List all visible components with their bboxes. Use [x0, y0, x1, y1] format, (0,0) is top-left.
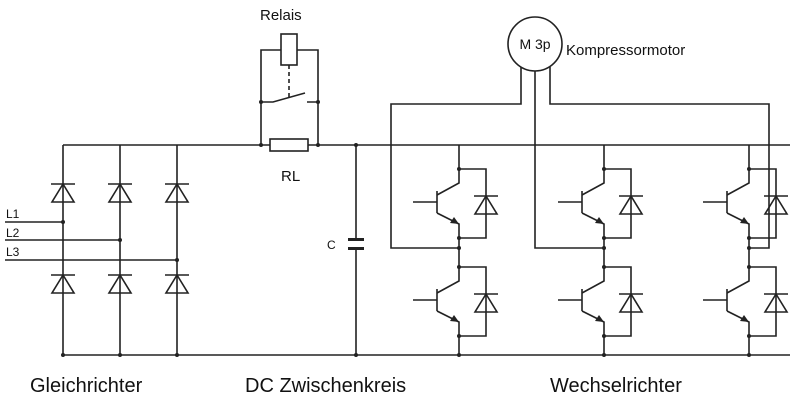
label-l2: L2 [6, 226, 20, 240]
inverter-leg [558, 145, 644, 357]
capacitor [348, 143, 364, 357]
phase-lines [5, 221, 177, 261]
rectifier-bridge [50, 145, 190, 357]
label-l3: L3 [6, 245, 20, 259]
capacitor-label: C [327, 238, 336, 252]
inverter-label: Wechselrichter [550, 375, 682, 397]
rectifier-leg [164, 145, 190, 357]
label-l1: L1 [6, 207, 20, 221]
motor [390, 16, 770, 249]
dc-link-label: DC Zwischenkreis [245, 375, 406, 397]
motor-symbol-label: M 3p [519, 36, 550, 52]
rectifier-leg [107, 145, 133, 357]
inverter-leg [413, 145, 499, 357]
inverter [413, 145, 789, 357]
inverter-leg [703, 145, 789, 357]
rectifier-leg [50, 145, 76, 357]
resistor-label: RL [281, 168, 300, 185]
motor-name-label: Kompressormotor [566, 42, 685, 59]
resistor-rl [269, 138, 309, 152]
rectifier-label: Gleichrichter [30, 375, 143, 397]
relay [259, 33, 320, 147]
relay-label: Relais [260, 7, 302, 24]
